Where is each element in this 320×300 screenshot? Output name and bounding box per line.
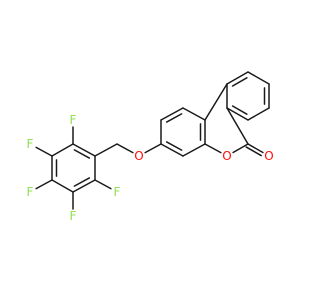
bond-CC-OO-double bbox=[245, 146, 262, 157]
bond-R4-R5 bbox=[247, 107, 270, 121]
bond-layer bbox=[35, 71, 270, 210]
atom-label-F3: F bbox=[27, 185, 34, 199]
atom-label-F5: F bbox=[114, 185, 121, 199]
atom-label-O_carbonyl: O bbox=[264, 149, 273, 163]
bond-Q3-FB bbox=[35, 146, 53, 157]
bond-R2-R3 bbox=[247, 71, 270, 85]
bond-CH-Q1 bbox=[94, 143, 118, 157]
bond-R5-R6 bbox=[226, 107, 249, 121]
bond-M3-M4 bbox=[160, 143, 184, 157]
bond-M4-OE bbox=[144, 143, 162, 154]
bond-CC-OR bbox=[232, 143, 249, 154]
bond-Q5-Q6-double bbox=[73, 177, 91, 187]
atom-label-O_ring: O bbox=[222, 149, 231, 163]
bond-L1-R1 bbox=[204, 83, 228, 121]
bond-L2-M3 bbox=[182, 143, 206, 157]
bond-OR-L2 bbox=[204, 143, 222, 154]
bond-Q4-Q5 bbox=[51, 179, 74, 193]
bond-R6-CC bbox=[226, 107, 249, 145]
bond-M5-M6 bbox=[160, 107, 184, 121]
bond-Q2-Q3 bbox=[51, 143, 74, 157]
bond-Q1-Q2 bbox=[72, 143, 96, 157]
bond-OE-CH bbox=[116, 143, 134, 154]
bond-CC-OO bbox=[247, 143, 264, 154]
bond-Q6-FE bbox=[94, 179, 112, 190]
bond-Q1-Q2-double bbox=[73, 149, 91, 159]
atom-label-F2: F bbox=[27, 137, 34, 151]
atom-label-layer: O O O F F F F F bbox=[27, 113, 274, 223]
bond-Q5-Q6 bbox=[72, 179, 96, 193]
bond-R5-R6-double bbox=[231, 105, 248, 115]
bond-Q4-FC bbox=[35, 179, 53, 190]
atom-label-F1: F bbox=[70, 113, 77, 127]
bond-M3-M4-double bbox=[165, 141, 183, 151]
molecule-diagram: O O O F F F F F bbox=[27, 71, 274, 223]
bond-M5-M6-double bbox=[165, 113, 183, 123]
atom-label-O_ether: O bbox=[134, 149, 143, 163]
bond-R1-R2-double bbox=[231, 77, 248, 87]
atom-label-F4: F bbox=[70, 209, 77, 223]
structure-canvas: O O O F F F F F bbox=[27, 71, 274, 223]
bond-R1-R2 bbox=[226, 71, 249, 85]
bond-M6-L1 bbox=[182, 107, 206, 121]
